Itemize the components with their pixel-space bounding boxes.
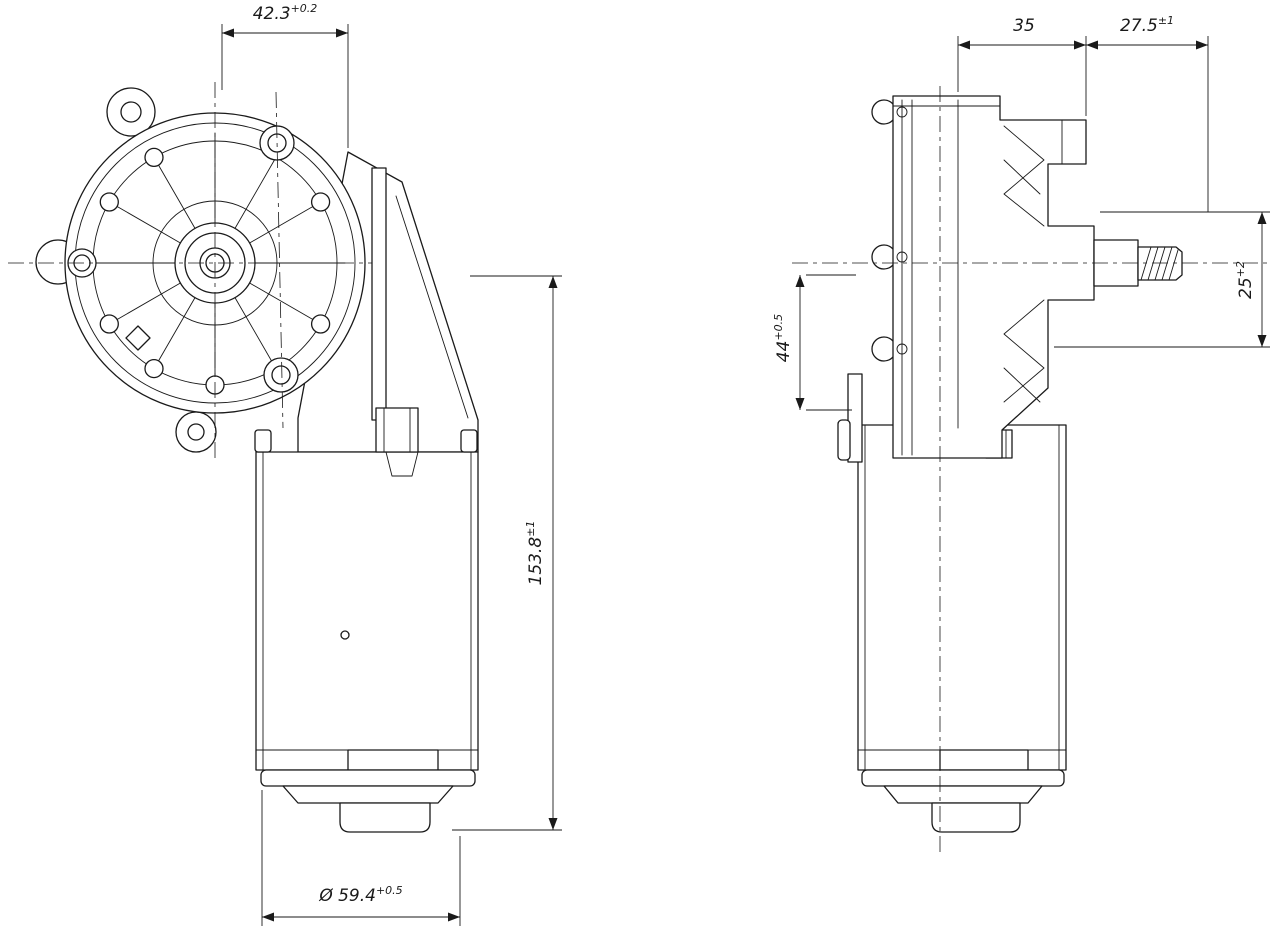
motor-body-side (845, 424, 1067, 833)
dim-side-mount-label: 44+0.5 (772, 314, 794, 362)
dimension-front-width: 42.3+0.2 (221, 2, 349, 148)
gusset-ribs (1003, 125, 1045, 403)
dim-front-diameter-label: Ø 59.4+0.5 (318, 884, 402, 906)
dim-side-depth-label: 35 (1013, 16, 1035, 36)
dim-side-shaft-label: 27.5±1 (1120, 14, 1174, 36)
output-hub (174, 222, 256, 304)
clip-tab-right (460, 429, 478, 453)
dimension-front-diameter: Ø 59.4+0.5 (261, 790, 461, 926)
gearbox-profile (892, 95, 1095, 459)
dimension-side-mount: 44+0.5 (772, 274, 856, 411)
motor-body-front (254, 407, 479, 833)
bracket-rib (371, 167, 387, 421)
centerlines (8, 82, 1272, 852)
dim-side-shaft-height-label: 25+2 (1234, 261, 1256, 299)
dimension-side-depth: 35 (957, 16, 1087, 116)
casting-mark (125, 325, 151, 351)
bolt-bosses (67, 125, 331, 395)
clip-tab-left (254, 429, 272, 453)
vent-hole (340, 630, 350, 640)
dimension-front-height: 153.8±1 (452, 275, 562, 831)
front-view (35, 87, 479, 833)
dim-front-height-label: 153.8±1 (524, 521, 546, 586)
dim-front-width-label: 42.3+0.2 (253, 2, 318, 24)
dimension-side-shaft-height: 25+2 (1054, 211, 1270, 348)
connector-front (375, 407, 419, 453)
dimension-side-shaft: 27.5±1 (1086, 14, 1209, 212)
side-view (837, 95, 1183, 833)
